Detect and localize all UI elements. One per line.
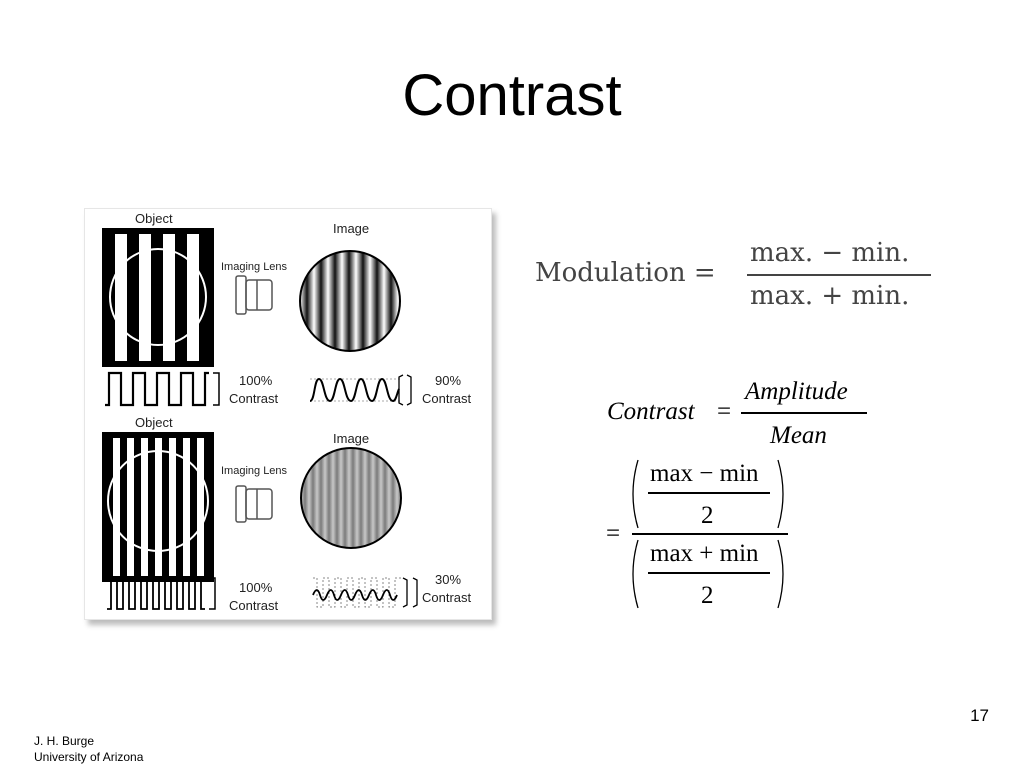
contrast-figure: Object Image Imaging Lens 100% Contrast … [84, 208, 492, 620]
modulation-numerator: max. − min. [750, 238, 910, 268]
fraction-bar [747, 274, 931, 276]
contrast-diagram [102, 228, 418, 610]
image-contrast-pct-top: 90% [435, 373, 462, 388]
object-grating-top [102, 228, 214, 367]
slide-title: Contrast [402, 63, 622, 128]
inner-top-denominator: 2 [701, 502, 714, 529]
bracket-icon [209, 577, 216, 610]
equals-sign: = [717, 398, 732, 425]
image-waveform-top [309, 377, 400, 403]
object-label-bottom: Object [135, 415, 173, 430]
page-number: 17 [970, 706, 989, 725]
object-waveform-top [105, 371, 209, 407]
footer: J. H. Burge University of Arizona [34, 733, 143, 765]
inner-bottom-numerator: max + min [650, 540, 759, 567]
image-contrast-word-bottom: Contrast [422, 590, 472, 605]
imaging-lens-icon [235, 275, 273, 315]
parenthesis-icon [632, 539, 784, 609]
bracket-icon [406, 374, 412, 406]
footer-author: J. H. Burge [34, 734, 95, 748]
bracket-icon [402, 577, 408, 608]
modulation-lhs: Modulation = [535, 258, 716, 288]
object-label-top: Object [135, 211, 173, 226]
object-contrast-word-top: Contrast [229, 391, 279, 406]
parenthesis-icon [632, 459, 784, 529]
image-grating-bottom [300, 447, 402, 549]
object-waveform-bottom [107, 577, 205, 610]
inner-fraction-bar [648, 572, 770, 574]
image-contrast-word-top: Contrast [422, 391, 472, 406]
contrast-denominator: Mean [770, 422, 827, 449]
bracket-icon [213, 372, 220, 406]
object-grating-bottom [102, 432, 214, 582]
footer-institution: University of Arizona [34, 750, 144, 764]
image-waveform-bottom [312, 577, 401, 608]
object-contrast-pct-bottom: 100% [239, 580, 273, 595]
modulation-denominator: max. + min. [750, 281, 910, 311]
bracket-icon [398, 374, 404, 406]
object-contrast-pct-top: 100% [239, 373, 273, 388]
bracket-icon [412, 577, 418, 608]
image-label-bottom: Image [333, 431, 370, 446]
contrast-lhs: Contrast [607, 398, 695, 425]
image-contrast-pct-bottom: 30% [435, 572, 462, 587]
object-contrast-word-bottom: Contrast [229, 598, 279, 613]
image-grating-top [299, 250, 401, 352]
lens-label-top: Imaging Lens [221, 261, 288, 273]
main-fraction-bar [632, 533, 788, 535]
image-label-top: Image [333, 221, 370, 236]
equals-sign: = [606, 520, 621, 547]
fraction-bar [741, 412, 867, 414]
inner-bottom-denominator: 2 [701, 582, 714, 609]
imaging-lens-icon [235, 485, 273, 523]
inner-top-numerator: max − min [650, 460, 759, 487]
lens-label-bottom: Imaging Lens [221, 465, 288, 477]
contrast-numerator: Amplitude [745, 378, 848, 405]
inner-fraction-bar [648, 492, 770, 494]
